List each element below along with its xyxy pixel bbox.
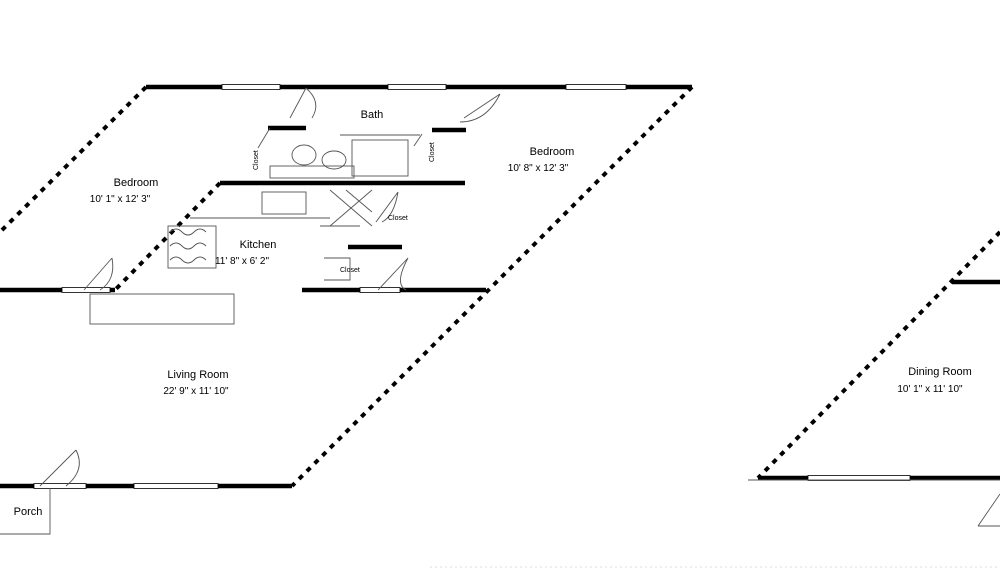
bedroom-left-size: 10' 1" x 12' 3" bbox=[90, 194, 151, 205]
kitchen-island bbox=[167, 225, 217, 269]
closet-lower-label: Closet bbox=[340, 267, 360, 274]
pantry-box bbox=[261, 191, 307, 215]
stove-burners-icon bbox=[169, 228, 207, 264]
closet-upper-label: Closet bbox=[388, 215, 408, 222]
kitchen-label: Kitchen bbox=[240, 239, 277, 251]
closet-door-upper bbox=[375, 191, 399, 223]
closet-lower-box bbox=[324, 257, 351, 281]
window-top-2 bbox=[387, 84, 447, 90]
bath-fixtures bbox=[257, 127, 423, 179]
window-top-1 bbox=[221, 84, 281, 90]
room-labels: Bath Bedroom 10' 1" x 12' 3" Bedroom 10'… bbox=[14, 109, 972, 518]
porch-label: Porch bbox=[14, 506, 43, 518]
porch-door bbox=[39, 449, 80, 487]
closet-door-lower bbox=[377, 257, 409, 291]
dining-diagonal-wall bbox=[756, 230, 1000, 480]
kitchen-size: 11' 8" x 6' 2" bbox=[215, 256, 270, 267]
sink-2-icon bbox=[321, 150, 347, 170]
windows bbox=[33, 84, 627, 489]
bedroom-divider-wall bbox=[113, 181, 222, 292]
left-diagonal-wall bbox=[0, 85, 148, 234]
dining-room-label: Dining Room bbox=[908, 366, 972, 378]
window-bottom-2 bbox=[133, 483, 219, 489]
window-top-3 bbox=[565, 84, 627, 90]
living-room-label: Living Room bbox=[167, 369, 228, 381]
living-room-size: 22' 9" x 11' 10" bbox=[163, 386, 229, 397]
closet-x-marks bbox=[329, 189, 373, 227]
doors bbox=[39, 87, 501, 487]
towel-bar bbox=[257, 127, 423, 149]
bedroom-right-label: Bedroom bbox=[530, 146, 575, 158]
kitchen-fixtures bbox=[89, 189, 373, 325]
bedroom-right-size: 10' 8" x 12' 3" bbox=[508, 163, 569, 174]
porch-outline bbox=[0, 488, 51, 535]
closet-bath-right-label: Closet bbox=[429, 142, 436, 162]
living-door-left bbox=[83, 257, 114, 291]
bedroom-left-label: Bedroom bbox=[114, 177, 159, 189]
dining-window bbox=[807, 475, 911, 481]
sink-1-icon bbox=[291, 144, 317, 166]
main-unit-diagonal-walls bbox=[0, 85, 694, 488]
kitchen-wall-line bbox=[190, 217, 360, 227]
shower-stall bbox=[351, 139, 409, 177]
window-bottom-1 bbox=[33, 483, 87, 489]
bath-door-left bbox=[289, 87, 317, 119]
kitchen-counter bbox=[89, 293, 235, 325]
dining-unit-walls bbox=[748, 230, 1000, 527]
vanity-counter bbox=[269, 165, 355, 179]
bath-door-right bbox=[459, 93, 501, 123]
dining-room-size: 10' 1" x 11' 10" bbox=[897, 384, 963, 395]
main-unit-walls bbox=[0, 84, 692, 489]
closet-bath-left-label: Closet bbox=[253, 150, 260, 170]
dining-door bbox=[977, 493, 1000, 527]
bath-label: Bath bbox=[361, 109, 384, 121]
